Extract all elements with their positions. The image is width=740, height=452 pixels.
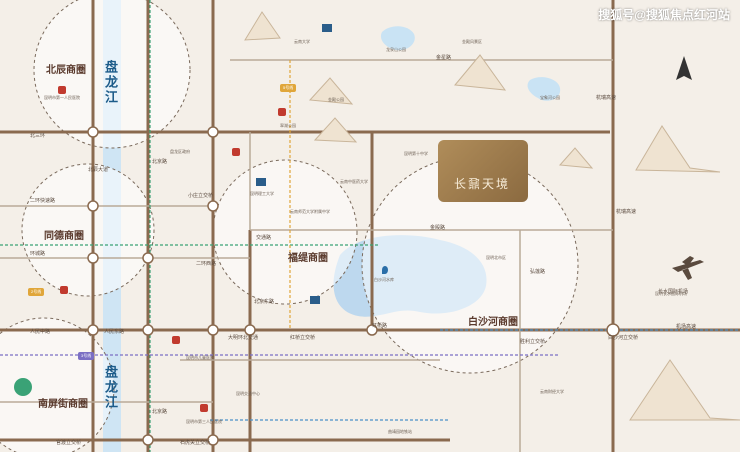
poi-p9[interactable]: 龙泉山公园 (386, 47, 406, 52)
zone-label-tongde[interactable]: 同德商圈 (44, 231, 84, 242)
poi-p18[interactable]: 云南财经大学 (540, 389, 564, 394)
road-label-honglian: 弘莲路 (530, 269, 546, 275)
interchanges (87, 126, 620, 446)
poi-p19[interactable]: 昆明交通中心 (236, 391, 260, 396)
road-label-jiaotong: 交通路 (256, 235, 272, 241)
hospital-icon-2[interactable] (278, 108, 286, 116)
road-label-changshui: 长水国际机场 (658, 289, 689, 295)
zone-label-baishahe[interactable]: 白沙河商圈 (468, 317, 518, 328)
road-label-jinxing: 金星路 (436, 55, 452, 61)
poi-p8[interactable]: 金殿公园 (328, 97, 344, 102)
road-label-north-ring: 北三环 (30, 133, 46, 139)
poi-p3[interactable]: 昆明理工大学 (250, 191, 274, 196)
zone-label-futi[interactable]: 福缇商圈 (288, 253, 328, 264)
poi-p11[interactable]: 云南师范大学附属中学 (290, 209, 330, 214)
road-label-beijing-dadao: 北京东路 (254, 299, 275, 305)
zone-label-nanpingjie[interactable]: 南屏街商圈 (38, 399, 88, 410)
road-label-guandu: 官渡立交桥 (56, 440, 82, 446)
hospital-icon-3[interactable] (232, 148, 240, 156)
road-label-beijing: 北京路 (152, 159, 168, 165)
poi-p14[interactable]: 宝象河公园 (540, 95, 560, 100)
hospital-icon[interactable] (58, 86, 66, 94)
road-label-hangrui-v: 杭瑞高速 (616, 209, 637, 215)
zone-beichen (33, 0, 191, 149)
poi-p20[interactable]: 盘龙区政府 (170, 149, 190, 154)
road-label-bijiguan: 白沙河立交桥 (608, 335, 639, 341)
poi-p16[interactable]: 曲靖园地铁站 (388, 429, 412, 434)
road-label-renmin-east: 人民东路 (104, 329, 125, 335)
poi-p2[interactable]: 翠湖公园 (280, 123, 296, 128)
school-icon[interactable] (322, 24, 332, 32)
mountains (244, 11, 740, 421)
minor-roads (0, 59, 613, 452)
poi-p7[interactable]: 昆明市儿童医院 (186, 355, 214, 360)
poi-p5[interactable]: 云南中医药大学 (340, 179, 368, 184)
zone-baishahe (361, 156, 579, 374)
river-label-bottom: 盘龙江 (102, 365, 117, 410)
road-label-airport-hw: 机场高速 (676, 324, 697, 330)
poi-p4[interactable]: 云南大学 (294, 39, 310, 44)
lake-small-top (380, 26, 415, 51)
zone-futi (212, 159, 358, 305)
road-label-huancheng: 环城路 (30, 251, 46, 257)
road-label-shipu: 石虎关立交桥 (180, 440, 211, 446)
road-label-shanhe: 杭瑞高速 (596, 95, 617, 101)
hospital-icon-4[interactable] (172, 336, 180, 344)
poi-p10[interactable]: 金殿风景区 (462, 39, 482, 44)
road-label-renmin: 人民中路 (30, 329, 51, 335)
park-icon[interactable] (14, 378, 32, 396)
lake-small-right (527, 77, 561, 101)
zone-tongde (21, 163, 155, 297)
hospital-icon-6[interactable] (60, 286, 68, 294)
watermark-text: 搜狐号@搜狐焦点红河站 (598, 8, 730, 22)
road-label-daming: 大明环北交通 (228, 335, 259, 341)
poi-p1[interactable]: 昆明市第一人民医院 (44, 95, 80, 100)
zone-nanpingjie (0, 317, 115, 452)
hospital-icon-5[interactable] (200, 404, 208, 412)
poi-p17[interactable]: 昆明长水国际机场 (655, 291, 687, 296)
road-label-jindian: 金殿路 (430, 225, 446, 231)
road-label-hongqiao-road: 虹桥路 (372, 323, 388, 329)
school-icon-3[interactable] (310, 296, 320, 304)
road-label-xiaozhuang: 小庄立交桥 (188, 193, 214, 199)
north-arrow-icon (676, 56, 692, 80)
road-label-shengli: 胜利立交桥 (520, 339, 546, 345)
poi-p13[interactable]: 白沙河水库 (374, 277, 394, 282)
road-label-hongqiao: 红桥立交桥 (290, 335, 316, 341)
poi-p6[interactable]: 昆明市第三人民医院 (186, 419, 222, 424)
airplane-icon (672, 256, 704, 280)
zone-label-beichen[interactable]: 北辰商圈 (46, 65, 86, 76)
water-drop-icon (382, 266, 388, 274)
school-icon-2[interactable] (256, 178, 266, 186)
metro-tag-line3[interactable]: 3号线 (78, 352, 95, 360)
metro-tag-line2[interactable]: 2号线 (28, 288, 45, 296)
road-label-beijing-lu: 北京路 (152, 409, 168, 415)
road-label-beichen-dadao: 北辰大道 (88, 167, 109, 173)
river-label-top: 盘龙江 (102, 60, 117, 105)
project-brand-card[interactable]: 长鼐天境 (438, 140, 528, 202)
road-label-erhuan-west: 二环西路 (196, 261, 217, 267)
poi-p12[interactable]: 昆明第十中学 (404, 151, 428, 156)
poi-p15[interactable]: 昆明北市区 (486, 255, 506, 260)
metro-tag-line5[interactable]: 5号线 (280, 84, 297, 92)
project-brand-name: 长鼐天境 (454, 177, 511, 191)
road-label-erhuan-north: 二环快速路 (30, 198, 56, 204)
